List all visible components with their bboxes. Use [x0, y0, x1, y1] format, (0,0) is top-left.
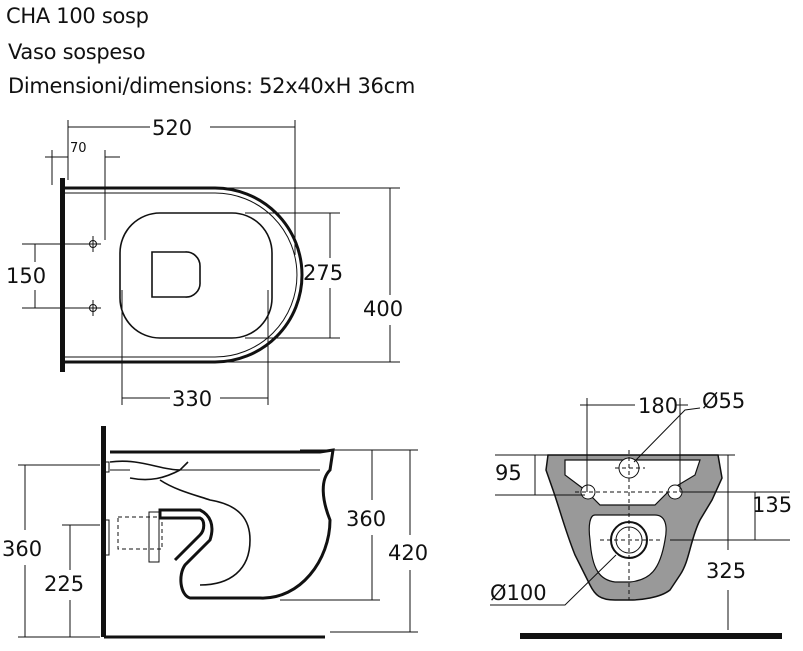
top-view: 520 70 150 275 400 330: [6, 116, 403, 411]
dim-330: 330: [172, 387, 212, 411]
flush-opening: [151, 251, 201, 298]
dim-275: 275: [303, 261, 343, 285]
model-description: Vaso sospeso: [8, 40, 146, 64]
dim-150: 150: [6, 264, 46, 288]
dim-diameter-100: Ø100: [490, 581, 547, 605]
side-view: 360 225 360 420: [2, 426, 428, 639]
dim-325: 325: [706, 559, 746, 583]
bowl-section: [110, 448, 335, 600]
front-view: 180 Ø55 95 135 325 Ø100: [490, 389, 792, 639]
bowl-outline: [65, 186, 304, 364]
dim-70: 70: [70, 141, 87, 156]
dim-360-left: 360: [2, 537, 42, 561]
dim-225: 225: [44, 572, 84, 596]
model-dimensions: Dimensioni/dimensions: 52x40xH 36cm: [8, 74, 415, 98]
dim-420: 420: [388, 541, 428, 565]
dim-520: 520: [152, 116, 192, 140]
dim-diameter-55: Ø55: [702, 389, 745, 413]
wall-line: [60, 178, 65, 372]
dim-360-right: 360: [346, 507, 386, 531]
dim-400: 400: [363, 297, 403, 321]
dim-135: 135: [752, 493, 792, 517]
model-title: CHA 100 sosp: [6, 4, 149, 28]
dim-180: 180: [638, 394, 678, 418]
dim-95: 95: [495, 461, 522, 485]
front-floor: [520, 633, 782, 639]
seat-opening: [119, 212, 273, 339]
